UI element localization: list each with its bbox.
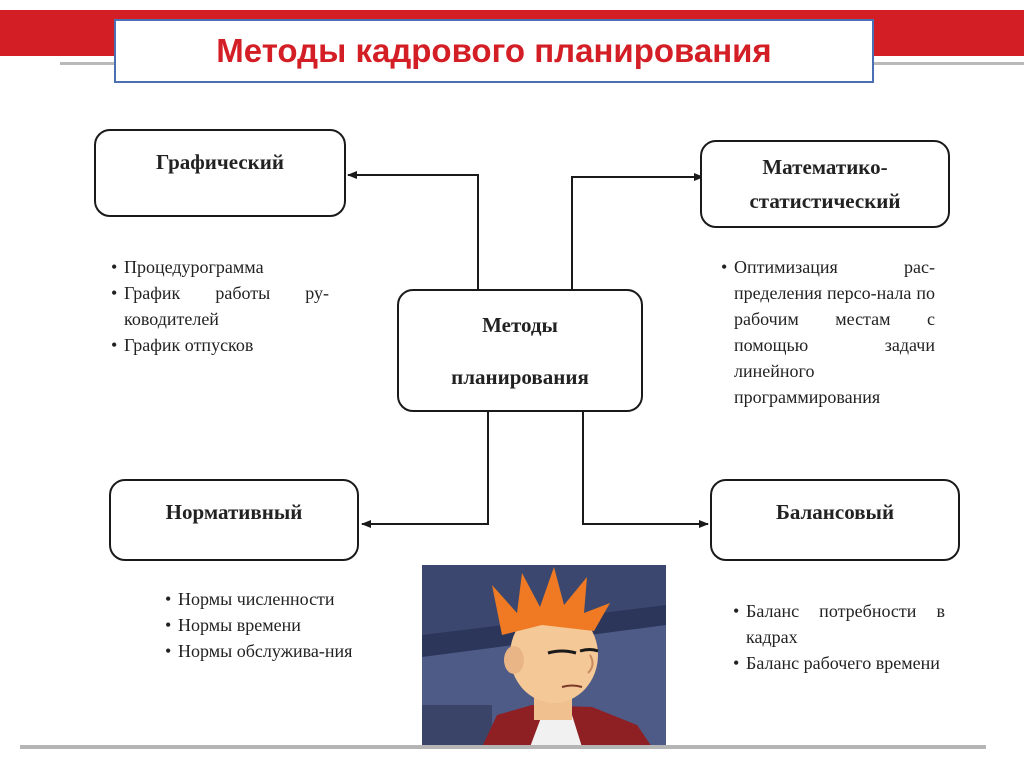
footer-rule xyxy=(20,745,986,749)
node-math-line1: Математико- xyxy=(762,155,888,179)
node-math-line2: статистический xyxy=(749,189,901,213)
node-normative-label: Нормативный xyxy=(165,500,303,524)
list-normative: Нормы численности Нормы времени Нормы об… xyxy=(165,586,377,664)
arrow-to-math xyxy=(571,173,704,290)
arrow-to-balance xyxy=(582,412,709,528)
node-graphic-label: Графический xyxy=(156,150,284,174)
node-graphic: Графический xyxy=(94,129,346,217)
node-center-methods: Методы планирования xyxy=(397,289,643,412)
list-item: Нормы обслужива-ния xyxy=(165,638,377,664)
node-center-line2: планирования xyxy=(451,364,589,389)
title-box: Методы кадрового планирования xyxy=(114,19,874,83)
list-item: Баланс потребности в кадрах xyxy=(733,598,945,650)
list-item: График работы ру-ководителей xyxy=(111,280,329,332)
list-item: Процедурограмма xyxy=(111,254,329,280)
list-item: Нормы численности xyxy=(165,586,377,612)
node-math-stat: Математико- статистический xyxy=(700,140,950,228)
arrow-to-graphic xyxy=(347,171,479,290)
squinting-cartoon-character-image xyxy=(422,565,666,747)
slide-title: Методы кадрового планирования xyxy=(216,32,772,69)
arrow-to-normative xyxy=(361,412,489,528)
node-balance-label: Балансовый xyxy=(775,500,895,524)
list-item: Баланс рабочего времени xyxy=(733,650,945,676)
node-balance: Балансовый xyxy=(710,479,960,561)
list-graphic: Процедурограмма График работы ру-ководит… xyxy=(111,254,329,358)
list-item: График отпусков xyxy=(111,332,329,358)
list-item: Нормы времени xyxy=(165,612,377,638)
list-math: Оптимизация рас-пределения персо-нала по… xyxy=(721,254,935,410)
list-balance: Баланс потребности в кадрах Баланс рабоч… xyxy=(733,598,945,676)
node-normative: Нормативный xyxy=(109,479,359,561)
list-item: Оптимизация рас-пределения персо-нала по… xyxy=(721,254,935,410)
node-center-line1: Методы xyxy=(482,312,558,337)
